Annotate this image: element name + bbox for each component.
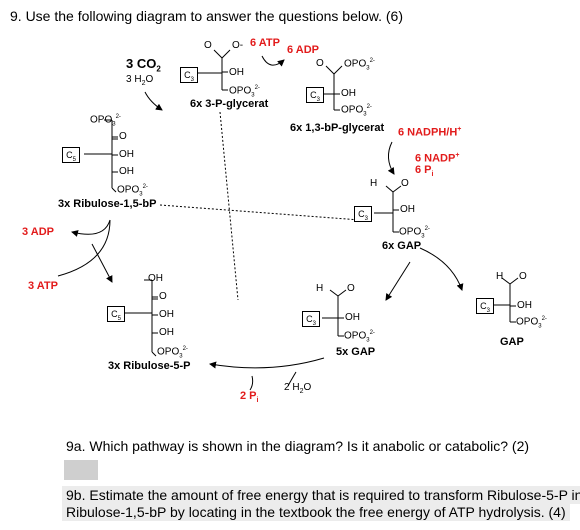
phosphate-label: OPO32- (341, 104, 372, 118)
aldehyde-hydrogen: H (496, 271, 504, 282)
ribulose-phosphorylation-arrow (91, 243, 113, 283)
bpglycerat-label: 6x 1,3-bP-glycerat (290, 122, 385, 134)
phosphate-label: OPO32- (516, 316, 547, 330)
ribulose5p-label: 3x Ribulose-5-P (108, 360, 191, 372)
gap5-label: 5x GAP (336, 346, 376, 358)
bpglycerat-skeleton (316, 65, 343, 111)
pi-out-arrow (249, 375, 254, 391)
carbonyl-oxygen: O (204, 40, 212, 51)
gap5-skeleton (322, 289, 347, 337)
co2-label: 3 CO2 (126, 56, 161, 74)
hydroxyl-label: OH (159, 327, 174, 338)
phosphate-label: OPO32- (90, 114, 121, 128)
atp-6-label: 6 ATP (250, 37, 280, 49)
hydroxyl-label: OH (517, 300, 532, 311)
atp-3-label: 3 ATP (28, 280, 58, 292)
pi-6-label: 6 Pi (415, 164, 434, 179)
ketone-oxygen: O (119, 131, 127, 142)
answer-redaction-box (64, 460, 98, 480)
c3-box: C3 (180, 67, 198, 83)
gap6-skeleton (374, 185, 402, 233)
phosphate-label: OPO32- (157, 346, 188, 360)
phosphate-label: OPO32- (117, 184, 148, 198)
gap6-label: 6x GAP (382, 240, 422, 252)
nadph-reduce-arrow (387, 141, 395, 175)
c3-box: C3 (476, 298, 494, 314)
c5-box: C5 (107, 306, 125, 322)
h2o-input-label: 3 H2O (126, 74, 154, 87)
question-9b-line2: Ribulose-1,5-bP by locating in the textb… (62, 503, 570, 521)
hydroxyl-label: OH (341, 88, 356, 99)
aldehyde-hydrogen: H (316, 283, 324, 294)
regeneration-arrow (209, 357, 325, 369)
water-out-arrow (287, 371, 297, 387)
p3glycerat-skeleton (198, 49, 231, 91)
adp-6-label: 6 ADP (287, 44, 319, 56)
hydroxyl-label: OH (345, 312, 360, 323)
adp-3-label: 3 ADP (22, 226, 54, 238)
hydroxyl-label: OH (148, 273, 163, 284)
question-9b-line1: 9b. Estimate the amount of free energy t… (62, 486, 580, 504)
h2o-2-label: 2 H2O (284, 382, 312, 395)
aldehyde-oxygen: O (347, 283, 355, 294)
atp-phosphorylation-arrow-left (57, 219, 111, 277)
p3glycerat-label: 6x 3-P-glycerat (190, 98, 269, 110)
pi-2-label: 2 Pi (240, 390, 259, 405)
phosphate-label: OPO32- (344, 330, 375, 344)
atp-consume-arrow (261, 55, 285, 67)
nadph-label: 6 NADPH/H+ (398, 126, 462, 139)
aldehyde-hydrogen: H (370, 178, 378, 189)
phosphate-label: OPO32- (229, 85, 260, 99)
hydroxyl-label: OH (229, 67, 244, 78)
gap-label: GAP (500, 336, 524, 348)
carboxylate-oxygen: O- (232, 40, 244, 51)
c5-box: C5 (62, 147, 80, 163)
co2-incoming-arrow (144, 91, 163, 111)
hydroxyl-label: OH (119, 149, 134, 160)
aldehyde-oxygen: O (519, 271, 527, 282)
ribulose15bp-label: 3x Ribulose-1,5-bP (58, 198, 157, 210)
acyl-phosphate-label: OPO32- (344, 58, 375, 72)
c3-box: C3 (306, 87, 324, 103)
phosphate-label: OPO32- (399, 226, 430, 240)
adp-release-arrow (71, 219, 111, 237)
c3-box: C3 (354, 206, 372, 222)
gap-skeleton (494, 277, 519, 323)
hydroxyl-label: OH (119, 166, 134, 177)
gap-export-arrow (419, 247, 464, 291)
carbonyl-oxygen: O (316, 58, 324, 69)
question-header: 9. Use the following diagram to answer t… (10, 8, 403, 24)
nadp-label: 6 NADP+ (415, 152, 460, 165)
ribulose5p-skeleton (124, 279, 158, 357)
gap-split-arrow-down (385, 261, 411, 301)
c3-box: C3 (302, 311, 320, 327)
ketone-oxygen: O (159, 291, 167, 302)
hydroxyl-label: OH (400, 204, 415, 215)
aldehyde-oxygen: O (401, 178, 409, 189)
question-9a: 9a. Which pathway is shown in the diagra… (66, 438, 530, 454)
dotted-lines (159, 111, 361, 301)
hydroxyl-label: OH (159, 309, 174, 320)
ribulose15bp-skeleton (84, 119, 118, 193)
